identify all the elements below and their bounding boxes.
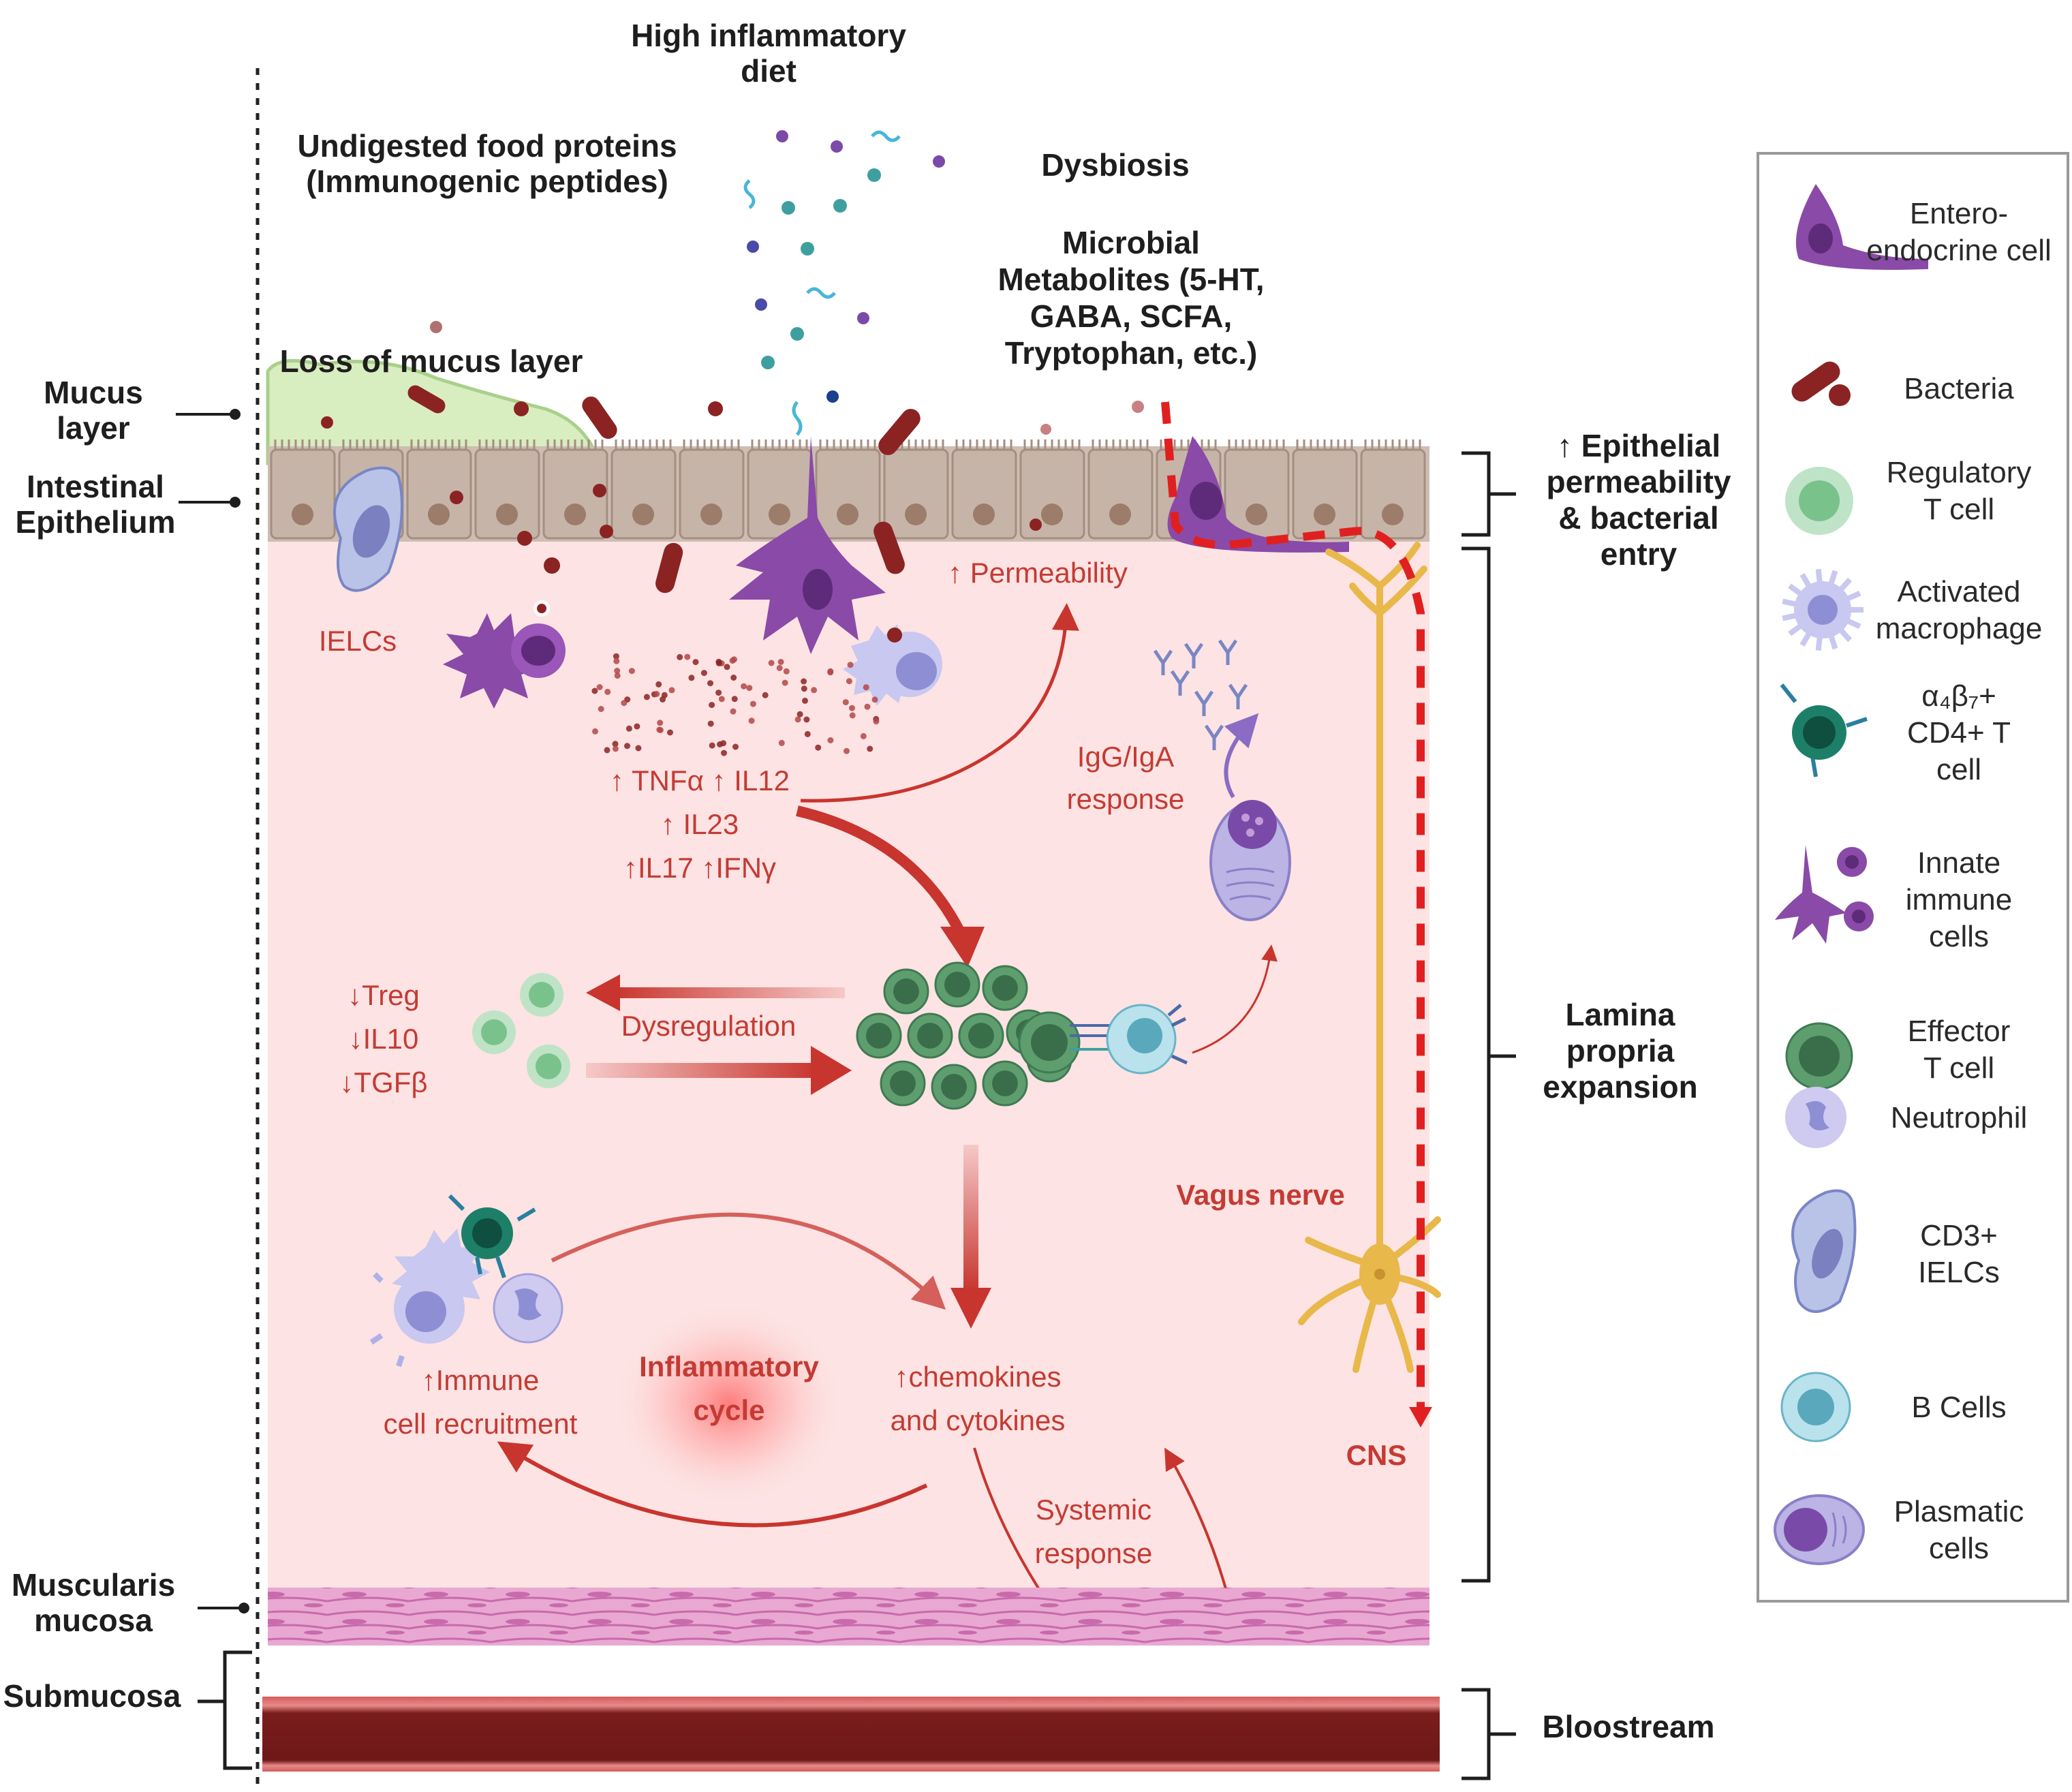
submucosa [268,1646,1429,1697]
plasma-to-antibody-arrow [1224,713,1259,799]
vagus-nerve [1298,542,1441,1373]
dysregulation-arrow-left-shaft [613,987,845,998]
vagus-arrowhead [1409,1407,1432,1427]
cytokines-arrowhead [940,927,985,968]
a4b7-cd4-t-cell-icon [1780,683,1868,777]
vagus-label: Vagus nerve [1176,1179,1344,1211]
dysregulation-arrow-right-head [811,1046,852,1095]
inner-labels: IELCs ↑ Permeability ↑ TNFα ↑ IL12↑ IL23↑I… [319,557,1407,1569]
legend-item-neutrophil: Neutrophil [1785,1087,2027,1148]
b-cell-cluster [1070,1004,1188,1075]
mucus-loss-label: Loss of mucus layer [280,343,583,379]
inflammatory-glow [613,1301,845,1506]
enteroendocrine-cell-icon [1795,184,1928,270]
legend-label: B Cells [1911,1391,2006,1424]
cd3-ielcs-icon [1791,1189,1857,1313]
legend-item-b-cells: B Cells [1780,1372,2007,1442]
effector-t-cell-icon [1785,1022,1853,1090]
regulatory-t-cell-icon [1785,467,1853,535]
right-brackets [198,451,1516,1780]
plasma-cell [1209,800,1291,921]
innate-immune-cells-icon [1775,845,1874,944]
muscularis-mucosa [268,1588,1429,1646]
ielc-cell [333,466,403,592]
b-cells-icon [1780,1372,1851,1442]
legend-label: Entero-endocrine cell [1866,197,2052,267]
cycle-arrow-top [551,1212,946,1310]
legend-label: Bacteria [1904,372,2014,405]
plasmatic-cells-icon [1774,1494,1865,1565]
intestinal-epithelium [268,439,1429,542]
enteroendocrine-cell [1167,436,1349,553]
dendritic-cell [729,436,886,654]
cns-label: CNS [1346,1439,1407,1471]
vagus-signal-path [1161,401,1425,1410]
food-proteins-label: Undigested food proteins(Immunogenic pep… [297,128,677,199]
cytokine-dots [591,653,880,756]
submucosa-label: Submucosa [3,1678,181,1714]
treg-cells [472,973,570,1088]
dysregulation-arrow-left-head [586,974,620,1011]
cytokines-label: ↑ TNFα ↑ IL12↑ IL23↑IL17 ↑IFNγ [610,764,790,884]
treg-label: ↓Treg↓IL10↓TGFβ [339,979,427,1098]
dysregulation-arrow-right-shaft [586,1063,818,1078]
legend-label: CD3+IELCs [1918,1219,2000,1289]
diet-particles [743,130,945,436]
bloodstream [262,1697,1440,1772]
tcells-to-chemokines-head [950,1288,991,1329]
ielcs-label: IELCs [319,625,397,657]
activated-macrophage-icon [1782,568,1864,651]
tcells-to-chemokines-shaft [963,1145,978,1291]
recruitment-cells [369,1194,563,1368]
legend-item-bacteria: Bacteria [1791,361,2014,406]
dysbiosis-label: Dysbiosis [1041,147,1189,183]
lamina-propria [268,531,1429,1601]
cytokines-to-tcells-arrow [796,805,966,936]
cycle-arrow-bottom [497,1441,928,1528]
effector-t-cell-cluster [856,961,1081,1110]
dysregulation-label: Dysregulation [621,1010,797,1042]
bloodstream-label: Bloostream [1542,1709,1714,1744]
bacteria-icon [1791,361,1851,406]
neutrophil-icon [1785,1087,1846,1148]
permeability-label: ↑ Permeability [948,557,1128,589]
bcell-to-plasma-arrow [1192,944,1278,1054]
permeability-arrow [800,603,1079,803]
legend-item-enteroendocrine-cell: Entero-endocrine cell [1795,184,2052,270]
antibodies [1153,639,1248,750]
bacteria-group [321,321,1144,593]
legend-item-cd3-ielcs: CD3+IELCs [1791,1189,2000,1313]
legend-label: Neutrophil [1891,1101,2028,1134]
innate-immune-cell [443,600,566,709]
